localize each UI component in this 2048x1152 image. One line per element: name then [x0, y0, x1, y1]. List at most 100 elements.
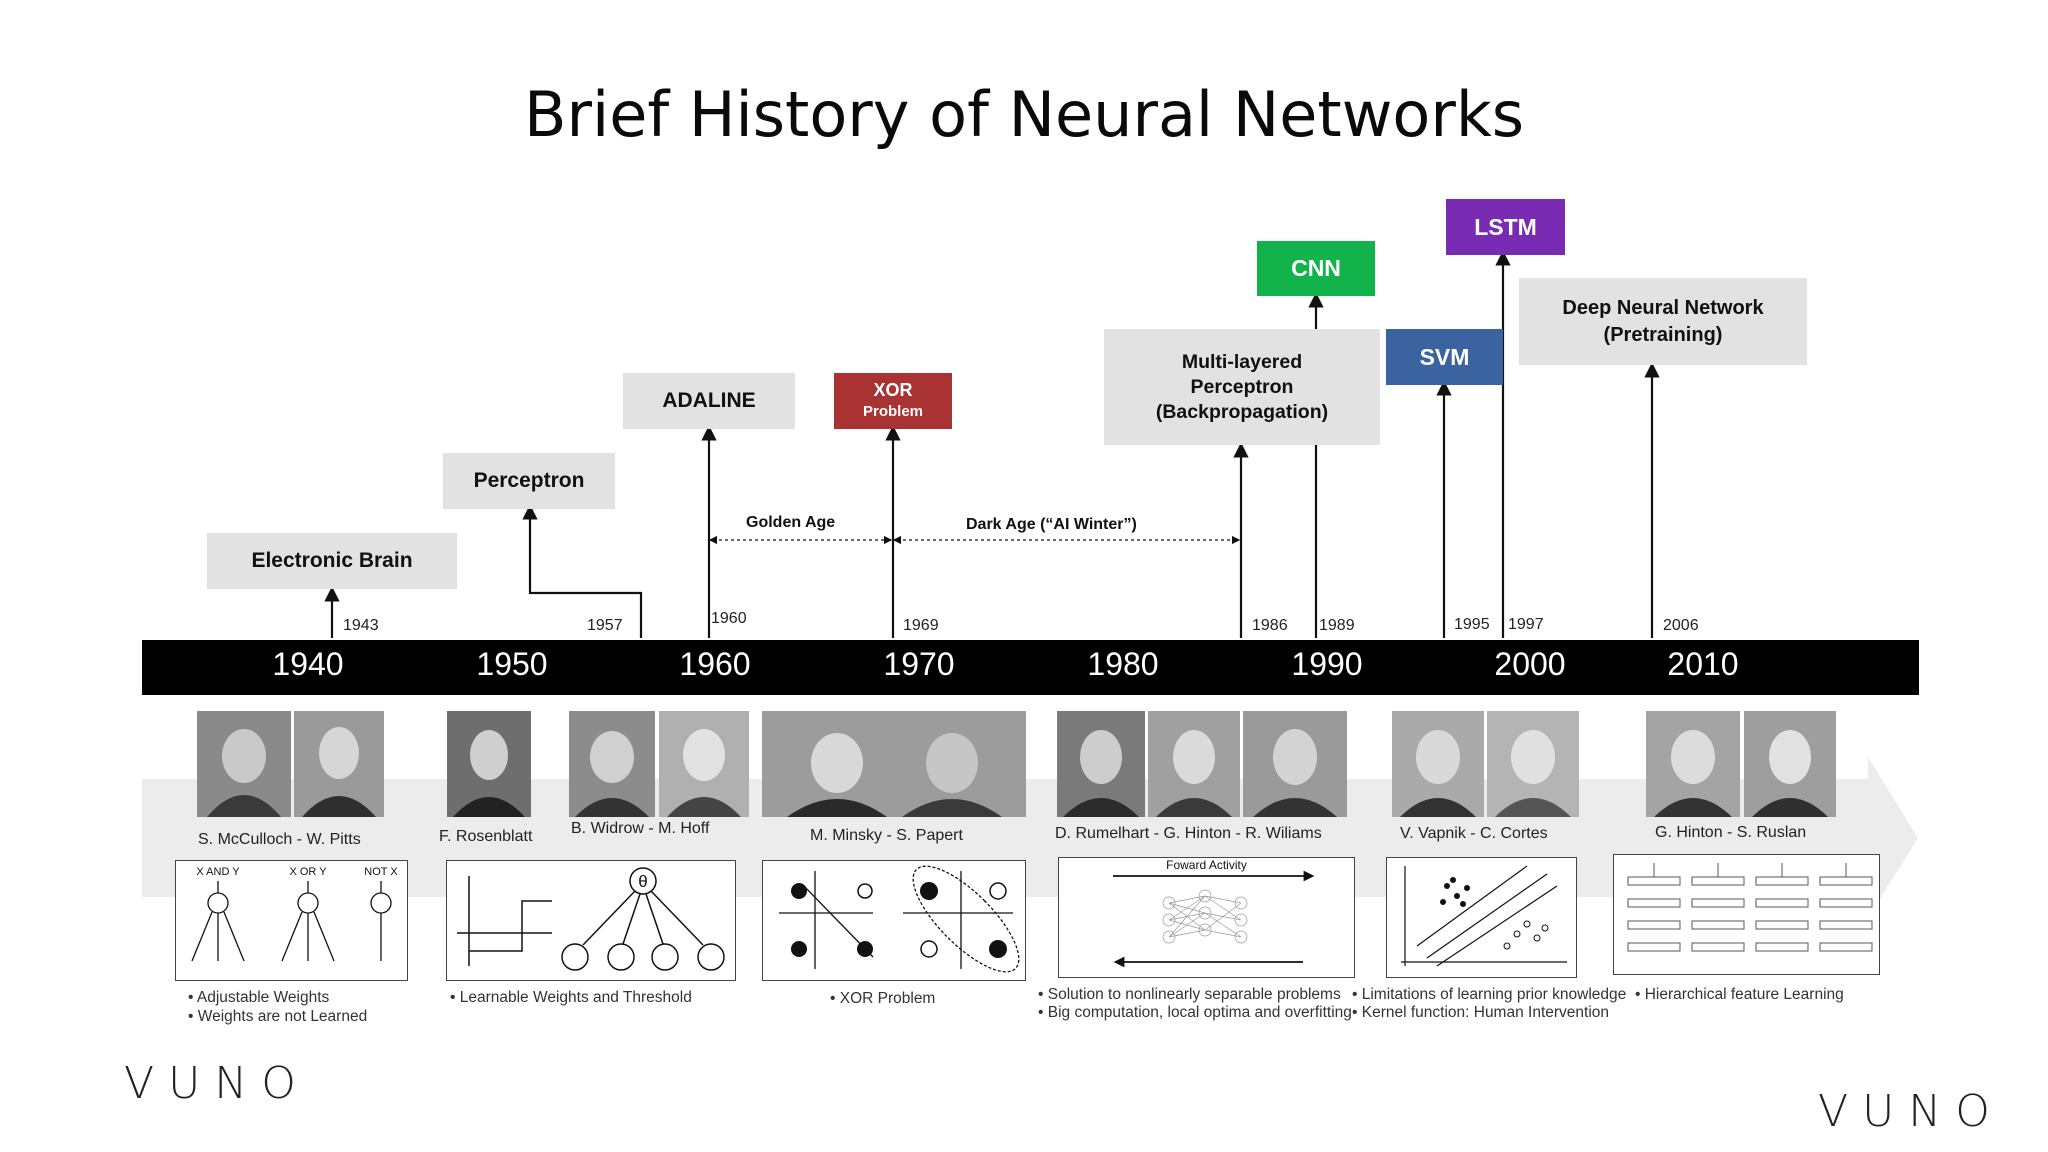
portrait-williams	[1243, 711, 1347, 817]
panel-dbn	[1613, 854, 1880, 975]
portrait-minsky-papert	[762, 711, 1026, 817]
decade-label: 1940	[272, 646, 344, 682]
decade-label: 2000	[1494, 646, 1566, 682]
milestone-label: XOR	[873, 380, 913, 400]
note-text: Adjustable Weights	[196, 989, 330, 1006]
note-xor-problem: • XOR Problem	[830, 990, 936, 1007]
note-learnable-weights: • Learnable Weights and Threshold	[450, 989, 692, 1006]
milestone-label: Perceptron	[473, 469, 585, 492]
milestone-label: CNN	[1291, 255, 1341, 281]
portrait-silhouette	[294, 711, 384, 817]
milestone-lstm: LSTM	[1446, 199, 1565, 255]
gate-label-and: X AND Y	[196, 866, 240, 878]
portrait-silhouette	[1744, 711, 1836, 817]
note-text: Big computation, local optima and overfi…	[1047, 1004, 1352, 1021]
milestone-label: Multi-layered	[1181, 350, 1303, 373]
portrait-ruslan	[1744, 711, 1836, 817]
year-label: 1957	[587, 617, 623, 634]
note-hierarchical-learning: • Hierarchical feature Learning	[1635, 986, 1844, 1003]
decade-label: 1990	[1291, 646, 1363, 682]
portrait-silhouette	[1487, 711, 1579, 817]
milestone-perceptron: Perceptron	[443, 453, 615, 509]
portrait-silhouette	[197, 711, 291, 817]
year-label: 1995	[1454, 616, 1490, 633]
mlp-diagram	[1113, 870, 1315, 968]
milestone-adaline: ADALINE	[623, 373, 795, 429]
panel-logic-gates: X AND Y X OR Y NOT X	[175, 860, 408, 981]
panel-xor	[762, 860, 1026, 981]
note-text: Kernel function: Human Intervention	[1361, 1004, 1610, 1021]
name-rosenblatt: F. Rosenblatt	[439, 828, 533, 845]
note-weights-not-learned: • Weights are not Learned	[188, 1008, 368, 1025]
milestone-multilayer-perceptron: Multi-layered Perceptron (Backpropagatio…	[1104, 329, 1380, 445]
portrait-silhouette	[1148, 711, 1240, 817]
milestone-label: Electronic Brain	[251, 549, 413, 572]
milestone-label: (Backpropagation)	[1155, 400, 1329, 423]
era-golden-age: Golden Age	[746, 514, 836, 531]
decade-label: 2010	[1667, 646, 1739, 682]
vuno-logo-left: VUNO	[124, 1058, 310, 1109]
milestone-svm: SVM	[1386, 329, 1503, 385]
forward-activity-label: Foward Activity	[1166, 858, 1247, 872]
milestone-electronic-brain: Electronic Brain	[207, 533, 457, 589]
decade-label: 1970	[883, 646, 955, 682]
portrait-hinton-2	[1646, 711, 1740, 817]
name-vapnik-cortes: V. Vapnik - C. Cortes	[1400, 825, 1548, 842]
note-text: Limitations of learning prior knowledge	[1361, 986, 1627, 1003]
milestone-label: Deep Neural Network	[1562, 296, 1764, 319]
decade-label: 1960	[679, 646, 751, 682]
year-label: 1960	[711, 610, 747, 627]
note-adjustable-weights: • Adjustable Weights	[188, 989, 330, 1006]
milestone-label: Problem	[862, 403, 923, 420]
xor-diagram	[779, 865, 1020, 973]
portrait-vapnik	[1392, 711, 1484, 817]
portrait-silhouette	[569, 711, 655, 817]
portrait-silhouette	[1646, 711, 1740, 817]
portrait-cortes	[1487, 711, 1579, 817]
name-rumelhart-hinton-williams: D. Rumelhart - G. Hinton - R. Wiliams	[1055, 825, 1322, 842]
milestone-label: (Pretraining)	[1603, 323, 1723, 346]
milestone-label: LSTM	[1474, 213, 1537, 240]
dbn-diagram	[1627, 863, 1873, 952]
milestone-label: ADALINE	[662, 389, 756, 412]
decade-label: 1950	[476, 646, 548, 682]
page-title: Brief History of Neural Networks	[523, 78, 1525, 151]
portrait-silhouette	[1243, 711, 1347, 817]
note-big-computation: • Big computation, local optima and over…	[1038, 1004, 1352, 1021]
panel-svm	[1386, 857, 1577, 978]
note-prior-knowledge: • Limitations of learning prior knowledg…	[1352, 986, 1627, 1003]
arrow-1957	[522, 504, 643, 638]
note-text: Hierarchical feature Learning	[1644, 986, 1844, 1003]
theta-symbol: θ	[638, 872, 647, 891]
note-text: Weights are not Learned	[197, 1008, 368, 1025]
year-label: 1989	[1319, 617, 1355, 634]
milestone-deep-neural-network: Deep Neural Network (Pretraining)	[1519, 278, 1807, 365]
year-label: 1986	[1252, 617, 1288, 634]
name-hinton-ruslan: G. Hinton - S. Ruslan	[1655, 824, 1807, 841]
portrait-silhouette	[447, 711, 531, 817]
portrait-hinton	[1148, 711, 1240, 817]
year-label: 1997	[1508, 616, 1544, 633]
portrait-silhouette	[659, 711, 749, 817]
perceptron-diagram: θ	[457, 867, 725, 971]
portrait-rumelhart	[1057, 711, 1145, 817]
note-text: Solution to nonlinearly separable proble…	[1047, 986, 1341, 1003]
era-dark-age: Dark Age (“AI Winter”)	[966, 516, 1137, 533]
milestone-cnn: CNN	[1257, 241, 1375, 296]
portrait-pitts	[294, 711, 384, 817]
portrait-widrow	[569, 711, 655, 817]
milestone-xor-problem: XOR Problem	[834, 373, 952, 429]
portrait-silhouette	[762, 711, 1026, 817]
name-widrow-hoff: B. Widrow - M. Hoff	[571, 820, 710, 837]
vuno-logo-right: VUNO	[1818, 1086, 2004, 1137]
decade-label: 1980	[1087, 646, 1159, 682]
portrait-rosenblatt	[447, 711, 531, 817]
name-minsky-papert: M. Minsky - S. Papert	[810, 827, 963, 844]
name-mcculloch-pitts: S. McCulloch - W. Pitts	[198, 831, 361, 848]
panel-perceptron: θ	[446, 860, 736, 981]
year-label: 1943	[343, 617, 379, 634]
gate-label-not: NOT X	[364, 866, 398, 878]
logic-gates-diagram: X AND Y X OR Y NOT X	[191, 866, 398, 962]
note-text: Learnable Weights and Threshold	[459, 989, 692, 1006]
